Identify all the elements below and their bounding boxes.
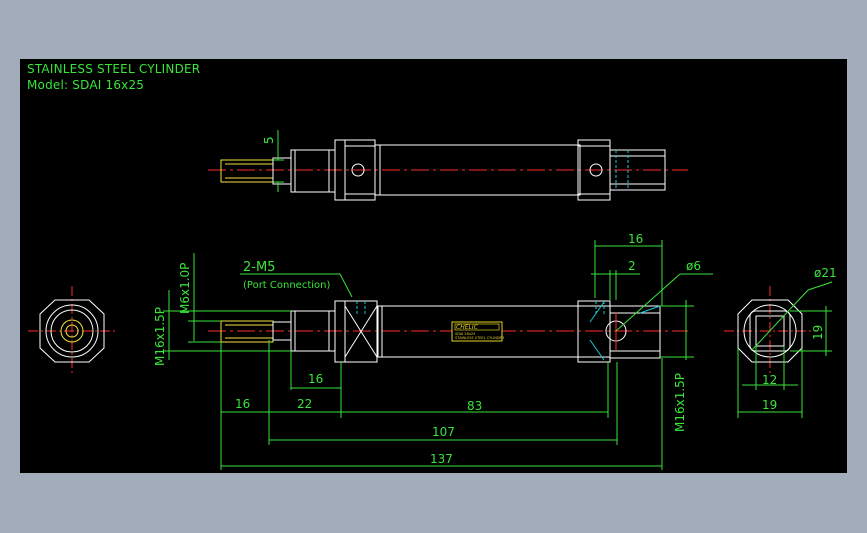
top-barrel xyxy=(379,144,581,196)
side-nose xyxy=(272,300,346,363)
top-rear-head xyxy=(577,139,666,201)
top-rod xyxy=(220,159,274,183)
label-plate-line1: SDAI 16x25 xyxy=(455,332,475,336)
side-front-head xyxy=(344,300,383,363)
dim-end-inner: 12 xyxy=(762,373,777,387)
dim-end-height: 19 xyxy=(811,325,825,340)
drawing-model: Model: SDAI 16x25 xyxy=(27,78,145,92)
label-plate-brand: CHELIC xyxy=(456,324,479,331)
dim-clevis-width: 16 xyxy=(628,232,643,246)
dim-clevis-gap: 2 xyxy=(628,259,636,273)
top-nose xyxy=(272,139,346,201)
port-note: (Port Connection) xyxy=(243,280,330,291)
rod-thread-label: M6x1.0P xyxy=(178,263,192,314)
body-thread-right-label: M16x1.5P xyxy=(673,373,687,432)
dim-nose-length: 16 xyxy=(308,372,323,386)
dim-barrel-length: 83 xyxy=(467,399,482,413)
dim-end-dia: ø21 xyxy=(814,266,837,280)
body-thread-left-label: M16x1.5P xyxy=(153,307,167,366)
top-front-head xyxy=(344,139,380,201)
port-label: 2-M5 xyxy=(243,260,275,275)
dim-top-5-label: 5 xyxy=(262,136,276,144)
side-dimension-lines xyxy=(163,240,713,470)
dim-overall-no-rod: 107 xyxy=(432,425,455,439)
side-label-plate xyxy=(451,321,503,342)
side-rear-head xyxy=(577,300,661,363)
side-view xyxy=(208,300,688,363)
dim-end-width: 19 xyxy=(762,398,777,412)
top-view xyxy=(208,130,688,201)
label-plate-line2: STAINLESS STEEL CYLINDER xyxy=(455,336,505,340)
dim-head-length: 22 xyxy=(297,397,312,411)
dim-rod-extension: 16 xyxy=(235,397,250,411)
dim-overall-total: 137 xyxy=(430,452,453,466)
dim-pin-dia: ø6 xyxy=(686,259,701,273)
drawing-title: STAINLESS STEEL CYLINDER xyxy=(27,62,201,76)
cad-viewport[interactable] xyxy=(20,59,847,473)
right-end-dimensions xyxy=(737,281,833,418)
dim-top-5 xyxy=(273,130,284,192)
left-end-view xyxy=(28,286,116,376)
title-block: STAINLESS STEEL CYLINDER Model: SDAI 16x… xyxy=(27,61,200,93)
